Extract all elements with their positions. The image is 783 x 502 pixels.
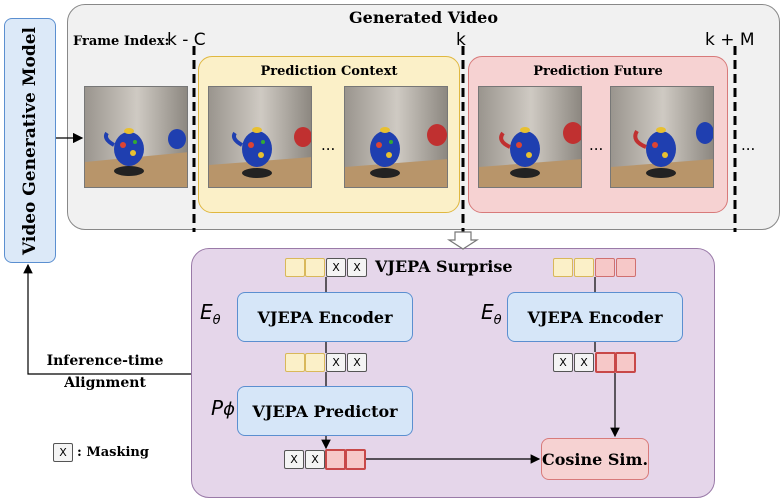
prediction-future-title: Prediction Future [533, 64, 663, 79]
masking-legend-label: : Masking [77, 445, 149, 460]
cosine-sim-box: Cosine Sim. [541, 438, 649, 480]
video-frame [344, 86, 448, 188]
video-to-surprise-arrow [446, 231, 480, 250]
vjepa-surprise-title: VJEPA Surprise [375, 257, 513, 276]
index-k: k [456, 30, 466, 50]
frame-index-label: Frame Index: [73, 34, 170, 49]
prediction-context-title: Prediction Context [260, 64, 398, 79]
index-k-plus-m: k + M [705, 30, 755, 50]
video-generative-model-box [4, 18, 56, 263]
encoder-right-symbol: Eθ [481, 300, 502, 328]
inference-time-alignment-label: Inference-time Alignment [46, 353, 164, 391]
trailing-ellipsis: ... [741, 136, 756, 154]
vjepa-encoder-left: VJEPA Encoder [237, 292, 413, 342]
context-ellipsis: ... [321, 136, 336, 154]
video-frame [84, 86, 188, 188]
encoder-left-symbol: Eθ [200, 300, 221, 328]
masking-legend-token: X [53, 443, 73, 462]
index-k-minus-c: k - C [167, 30, 206, 50]
alignment-feedback-arrow [23, 263, 191, 375]
future-ellipsis: ... [589, 136, 604, 154]
vjepa-predictor: VJEPA Predictor [237, 386, 413, 436]
predictor-symbol: Pϕ [211, 396, 235, 420]
video-frame [208, 86, 312, 188]
generated-video-title: Generated Video [348, 8, 499, 27]
video-frame [610, 86, 714, 188]
video-frame [478, 86, 582, 188]
vjepa-encoder-right: VJEPA Encoder [507, 292, 683, 342]
